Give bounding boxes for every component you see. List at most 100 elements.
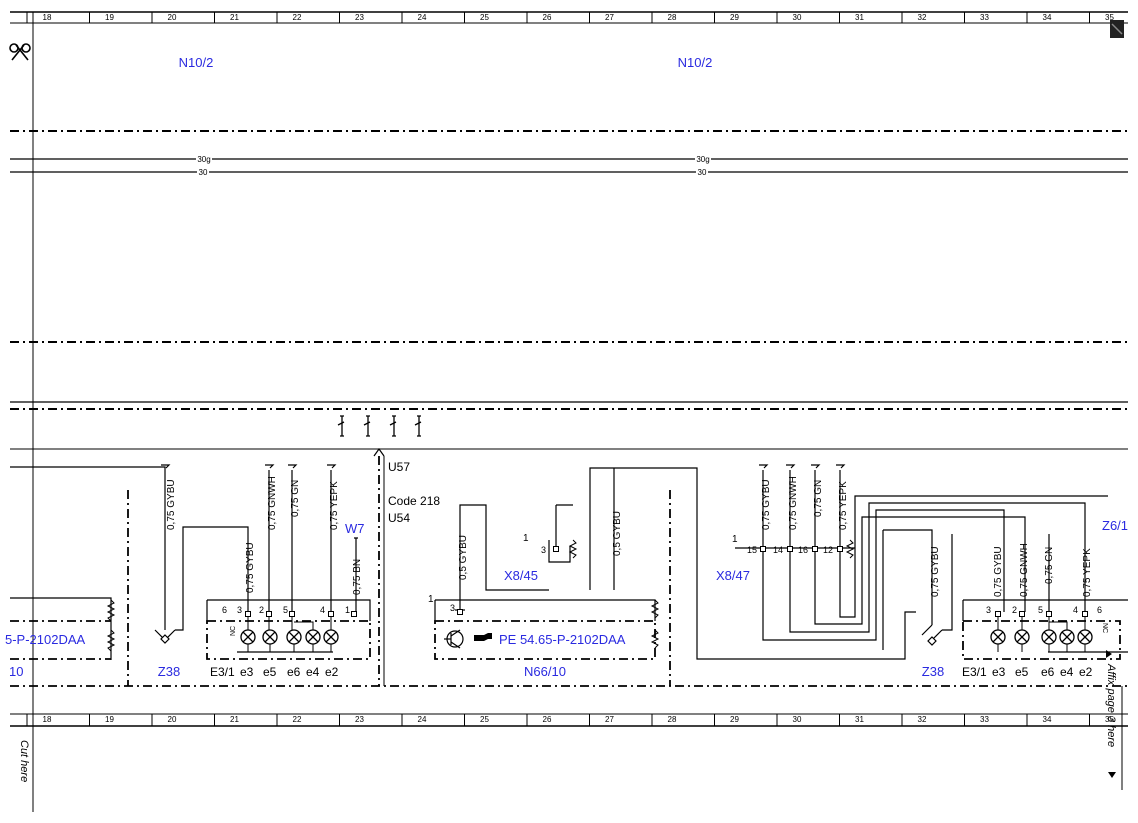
code-218: Code 218 [388,494,440,508]
wire-left-1: 0,75 GYBU [166,479,177,530]
header-column-23: 23 [355,13,364,22]
wire-terminal-icons-right [759,464,846,469]
affix-arrow-bottom-icon [1108,772,1116,778]
x8-47-pin-14: 14 [773,545,783,555]
wire-right-bot-2: 0,75 GYBU [993,546,1004,597]
x8-45-pin-1: 1 [523,533,529,544]
x8-47-label: X8/47 [716,568,750,583]
footer-column-29: 29 [730,715,739,724]
x8-45-label: X8/45 [504,568,538,583]
n10-2-right-label: N10/2 [678,55,713,70]
lamp-label-e4-right: e4 [1060,665,1074,679]
affix-arrow-top-icon [1106,650,1112,658]
x8-47-squiggle-icon [845,539,855,559]
lamp-e6-right [1041,629,1057,645]
footer-column-22: 22 [293,715,302,724]
lamp-e5-left [262,629,278,645]
lamp-e2-left [323,629,339,645]
header-column-35: 35 [1105,13,1114,22]
lamp-label-e2-right: e2 [1079,665,1093,679]
n66-pin-icon [457,609,463,615]
z6-1-label: Z6/1 [1102,518,1128,533]
header-column-31: 31 [855,13,864,22]
shield-squiggle-icon-2 [106,629,116,652]
shield-squiggle-icon [106,599,116,622]
wire-left-5: 0,75 GYBU [245,542,256,593]
page-corner-icon [1110,20,1124,38]
footer-column-21: 21 [230,715,239,724]
lamp-label-e3-left: e3 [240,665,254,679]
footer-column-31: 31 [855,715,864,724]
header-column-25: 25 [480,13,489,22]
header-column-33: 33 [980,13,989,22]
pin-left-5: 5 [283,605,288,615]
footer-column-34: 34 [1043,715,1052,724]
wire-right-top-2: 0,75 GNWH [788,476,799,530]
wire-right-bot-1: 0,75 GYBU [930,546,941,597]
header-column-20: 20 [168,13,177,22]
pin-right-2: 2 [1012,605,1017,615]
n66-pin-3: 3 [450,603,455,613]
header-column-24: 24 [418,13,427,22]
w7-label: W7 [345,521,365,536]
lamp-e2-right [1077,629,1093,645]
scissors-icon [9,43,31,61]
pin-right-3: 3 [986,605,991,615]
x8-45-squiggle-icon [568,539,578,559]
pin-right-4: 4 [1073,605,1078,615]
right-section-wiring [735,470,1128,660]
wire-right-top-4: 0,75 YEPK [838,481,849,530]
wire-mid-2: 0,5 GYBU [612,511,623,556]
lamp-label-e5-right: e5 [1015,665,1029,679]
header-column-29: 29 [730,13,739,22]
footer-column-19: 19 [105,715,114,724]
bus-30g-left: 30g [197,155,210,164]
footer-column-28: 28 [668,715,677,724]
bus-30-right: 30 [698,168,707,177]
header-column-19: 19 [105,13,114,22]
x8-45-pin-icon [553,546,559,552]
wire-right-top-1: 0,75 GYBU [761,479,772,530]
wire-right-bot-3: 0,75 GNWH [1019,543,1030,597]
wire-right-bot-4: 0,75 GN [1044,547,1055,584]
nc-left: NC [230,626,237,636]
footer-column-20: 20 [168,715,177,724]
z38-right-connector-icon [927,636,937,646]
pin-left-6: 6 [222,605,227,615]
header-column-21: 21 [230,13,239,22]
header-column-28: 28 [668,13,677,22]
pin-left-4: 4 [320,605,325,615]
footer-column-26: 26 [543,715,552,724]
wire-left-3: 0,75 GN [290,480,301,517]
x8-47-pin-12: 12 [823,545,833,555]
header-column-22: 22 [293,13,302,22]
wire-right-bot-5: 0,75 YEPK [1082,548,1093,597]
z38-left-connector-icon [160,634,170,644]
wire-terminal-icons-left [161,464,337,469]
pin-left-2: 2 [259,605,264,615]
code-divider [373,447,385,686]
lamp-label-e5-left: e5 [263,665,277,679]
pin-left-3: 3 [237,605,242,615]
left-section-wiring [10,466,371,686]
pin-right-6: 6 [1097,605,1102,615]
header-column-26: 26 [543,13,552,22]
header-column-27: 27 [605,13,614,22]
pe-left-label: 5-P-2102DAA [5,632,86,647]
header-column-30: 30 [793,13,802,22]
nc-right: NC [1101,623,1108,633]
ref-10-label: 10 [9,664,23,679]
lamp-e3-right [990,629,1006,645]
lamp-label-e6-right: e6 [1041,665,1055,679]
n66-pin-1: 1 [428,594,434,605]
footer-column-23: 23 [355,715,364,724]
wire-left-6: 0,75 BN [352,559,363,595]
pin-right-5: 5 [1038,605,1043,615]
n66-squiggle-icon-2 [650,629,660,649]
cable-break-icons [337,415,422,437]
e3-1-left: E3/1 [210,665,235,679]
x8-45-pin-3: 3 [541,545,546,555]
z38-right-label: Z38 [922,664,944,679]
